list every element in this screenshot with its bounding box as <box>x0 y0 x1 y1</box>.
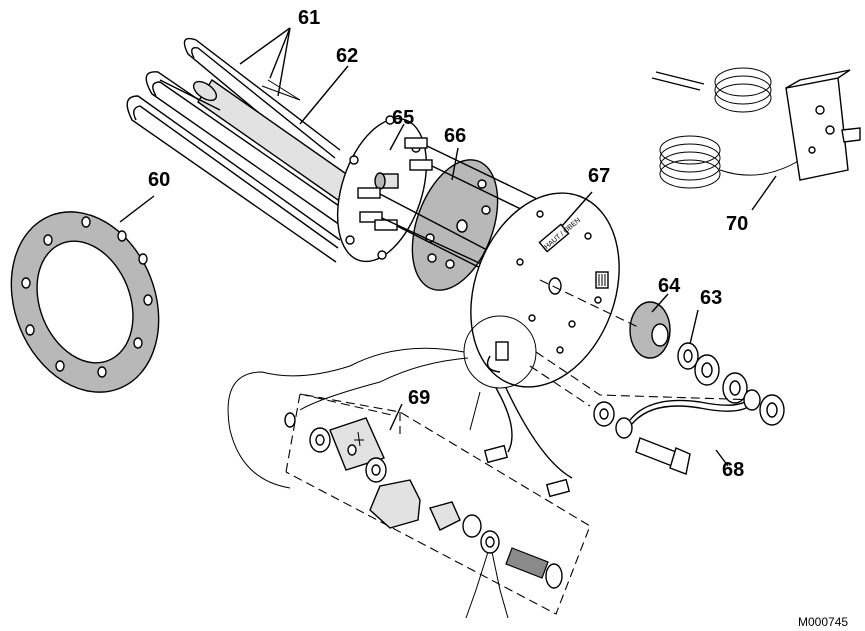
label-69: 69 <box>408 387 430 409</box>
part-69-earth-terminal-detail <box>227 347 591 619</box>
part-67-plate: HAUT / OBEN <box>470 192 620 388</box>
part-65-flange <box>336 115 433 263</box>
label-68: 68 <box>722 459 744 481</box>
part-66-flange-seal <box>411 159 499 291</box>
part-62-thermowell <box>192 79 353 201</box>
part-63-nut-set <box>677 342 785 426</box>
label-64: 64 <box>658 275 681 297</box>
reference-code: M000745 <box>798 615 848 629</box>
label-65: 65 <box>392 107 414 129</box>
label-61: 61 <box>298 7 320 29</box>
part-68-earth-cable <box>593 389 761 475</box>
label-70: 70 <box>726 213 748 235</box>
assembly-axis-lines <box>529 279 761 407</box>
part-70-thermostat <box>651 67 861 189</box>
part-60-gasket <box>10 211 160 393</box>
label-60: 60 <box>148 169 170 191</box>
label-62: 62 <box>336 45 358 67</box>
connector-leads <box>469 387 573 498</box>
part-64-washer <box>629 301 671 359</box>
label-67: 67 <box>588 165 610 187</box>
label-63: 63 <box>700 287 722 309</box>
label-66: 66 <box>444 125 466 147</box>
leader-lines <box>119 27 777 467</box>
part-61-heating-elements <box>126 37 346 263</box>
detail-callout-circle <box>463 315 537 389</box>
